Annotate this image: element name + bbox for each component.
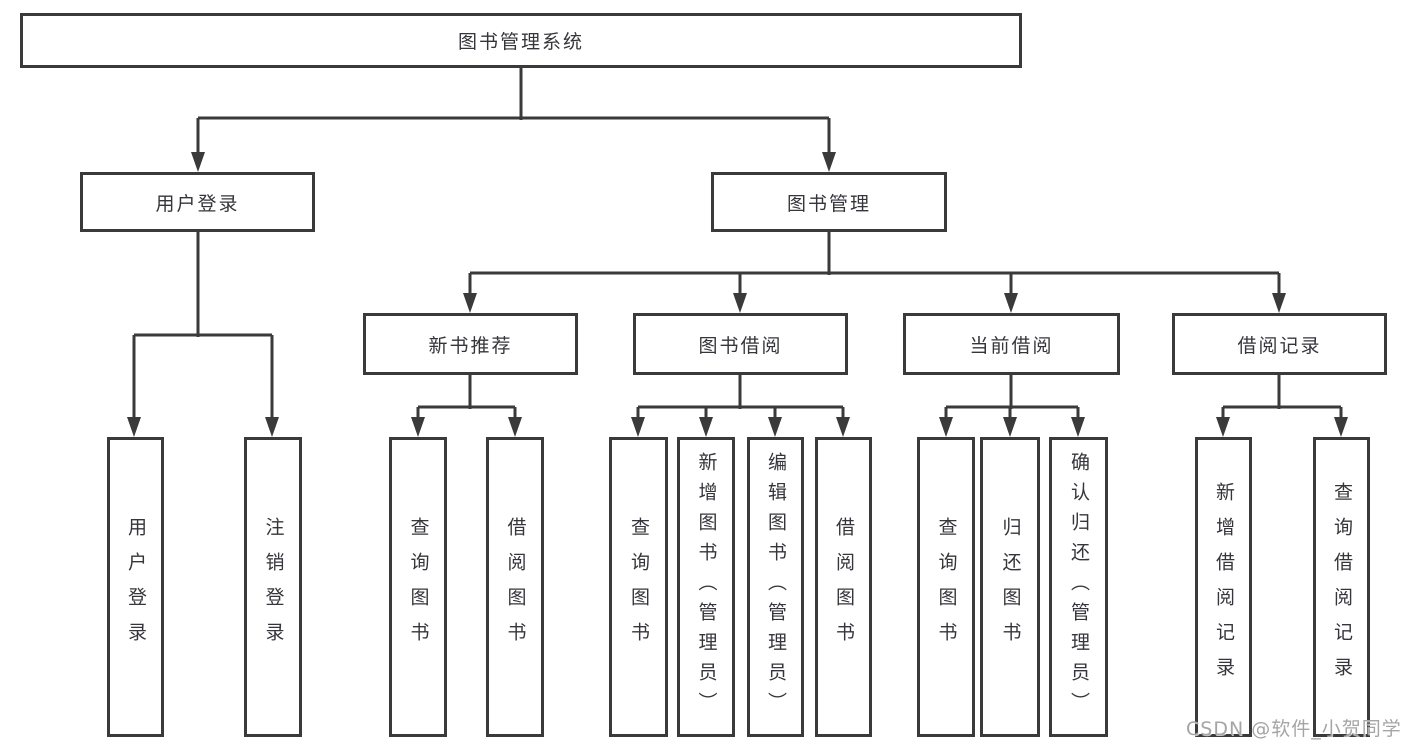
- node-current-borrow: 当前借阅: [903, 313, 1120, 375]
- leaf-confirm-return-admin-label: 确认归还（管理员）: [1068, 452, 1090, 722]
- leaf-borrow-books-label: 借阅图书: [833, 517, 855, 657]
- node-user-login-label: 用户登录: [155, 192, 240, 215]
- leaf-query-books-recommend: 查询图书: [389, 437, 447, 737]
- leaf-confirm-return-admin: 确认归还（管理员）: [1049, 437, 1108, 737]
- node-borrow-records-label: 借阅记录: [1237, 334, 1322, 357]
- connector-new-book-recommend-children: [411, 375, 522, 437]
- leaf-add-book-admin-label: 新增图书（管理员）: [695, 452, 718, 722]
- leaf-borrow-books: 借阅图书: [815, 437, 872, 737]
- node-borrow-records: 借阅记录: [1172, 313, 1387, 375]
- node-book-borrow: 图书借阅: [633, 313, 848, 375]
- leaf-add-borrow-record-label: 新增借阅记录: [1213, 482, 1235, 692]
- leaf-borrow-books-recommend-label: 借阅图书: [504, 517, 527, 657]
- leaf-return-book: 归还图书: [980, 437, 1040, 737]
- leaf-query-books-borrow-label: 查询图书: [628, 517, 650, 657]
- leaf-add-book-admin: 新增图书（管理员）: [677, 437, 735, 737]
- leaf-query-books-current-label: 查询图书: [935, 517, 958, 657]
- node-book-management: 图书管理: [711, 172, 947, 232]
- leaf-edit-book-admin-label: 编辑图书（管理员）: [765, 452, 787, 722]
- leaf-user-login: 用户登录: [107, 437, 164, 737]
- node-new-book-recommend-label: 新书推荐: [428, 334, 513, 357]
- connector-book-management-children: [463, 232, 1286, 313]
- connector-user-login-children: [127, 232, 279, 437]
- leaf-add-borrow-record: 新增借阅记录: [1195, 437, 1252, 737]
- leaf-edit-book-admin: 编辑图书（管理员）: [747, 437, 804, 737]
- leaf-user-login-label: 用户登录: [125, 517, 147, 657]
- node-current-borrow-label: 当前借阅: [969, 334, 1054, 357]
- node-root: 图书管理系统: [20, 13, 1022, 68]
- leaf-query-books-borrow: 查询图书: [609, 437, 668, 737]
- csdn-watermark: CSDN @软件_小贺同学: [1186, 718, 1402, 740]
- leaf-query-books-current: 查询图书: [917, 437, 975, 737]
- leaf-query-books-recommend-label: 查询图书: [407, 517, 430, 657]
- connector-book-borrow-children: [631, 375, 850, 437]
- leaf-return-book-label: 归还图书: [999, 517, 1022, 657]
- connector-current-borrow-children: [939, 375, 1085, 437]
- node-user-login: 用户登录: [80, 172, 315, 232]
- node-new-book-recommend: 新书推荐: [363, 313, 578, 375]
- connector-borrow-records-children: [1216, 375, 1348, 437]
- leaf-query-borrow-record-label: 查询借阅记录: [1331, 482, 1353, 692]
- leaf-logout-label: 注销登录: [262, 517, 285, 657]
- connector-root-to-level2: [191, 68, 836, 172]
- leaf-logout: 注销登录: [244, 437, 302, 737]
- leaf-query-borrow-record: 查询借阅记录: [1313, 437, 1370, 737]
- leaf-borrow-books-recommend: 借阅图书: [486, 437, 544, 737]
- node-book-borrow-label: 图书借阅: [698, 334, 783, 357]
- node-book-management-label: 图书管理: [786, 192, 871, 215]
- node-root-label: 图书管理系统: [457, 31, 584, 53]
